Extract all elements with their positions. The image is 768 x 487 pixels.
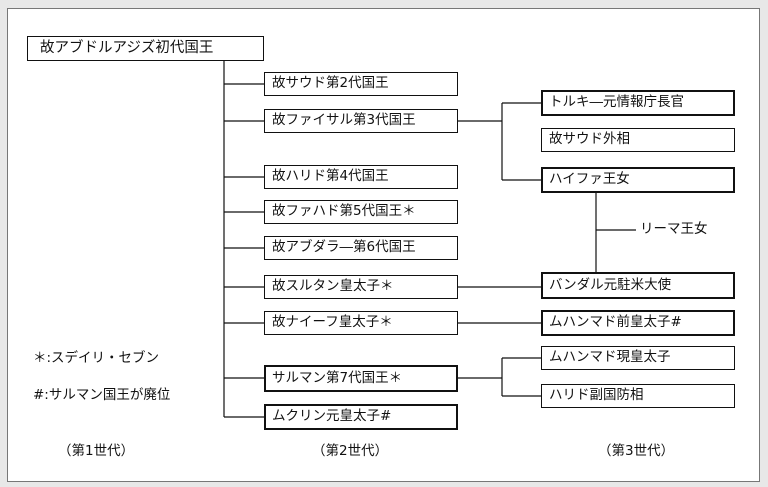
node-gen2-muqrin: ムクリン元皇太子# (264, 404, 458, 430)
node-gen2: 故アブダラ―第6代国王 (264, 236, 458, 260)
node-gen3-saud: 故サウド外相 (541, 128, 735, 152)
legend-hash: #:サルマン国王が廃位 (33, 387, 171, 403)
node-gen2: 故ハリド第4代国王 (264, 165, 458, 189)
node-gen2: 故ファハド第5代国王＊ (264, 200, 458, 224)
node-gen3-turki: トルキ―元情報庁長官 (541, 90, 735, 116)
node-root: 故アブドルアジズ初代国王 (27, 36, 264, 61)
node-gen2: 故ファイサル第3代国王 (264, 109, 458, 133)
generation-label-3: （第3世代） (598, 443, 675, 459)
legend-star: ＊:スデイリ・セブン (33, 350, 160, 366)
node-gen3-muhammad-former: ムハンマド前皇太子# (541, 310, 735, 336)
spouse-child-label: リーマ王女 (640, 221, 708, 237)
node-gen2-salman: サルマン第7代国王＊ (264, 365, 458, 392)
node-gen2: 故ナイーフ皇太子＊ (264, 311, 458, 335)
generation-label-2: （第2世代） (312, 443, 389, 459)
node-gen2: 故サウド第2代国王 (264, 72, 458, 96)
generation-label-1: （第1世代） (58, 443, 135, 459)
node-gen3-haifa: ハイファ王女 (541, 167, 735, 193)
node-gen3-muhammad-current: ムハンマド現皇太子 (541, 346, 735, 370)
node-gen3-khalid: ハリド副国防相 (541, 384, 735, 408)
node-gen3-bandar: バンダル元駐米大使 (541, 272, 735, 299)
node-gen2: 故スルタン皇太子＊ (264, 275, 458, 299)
